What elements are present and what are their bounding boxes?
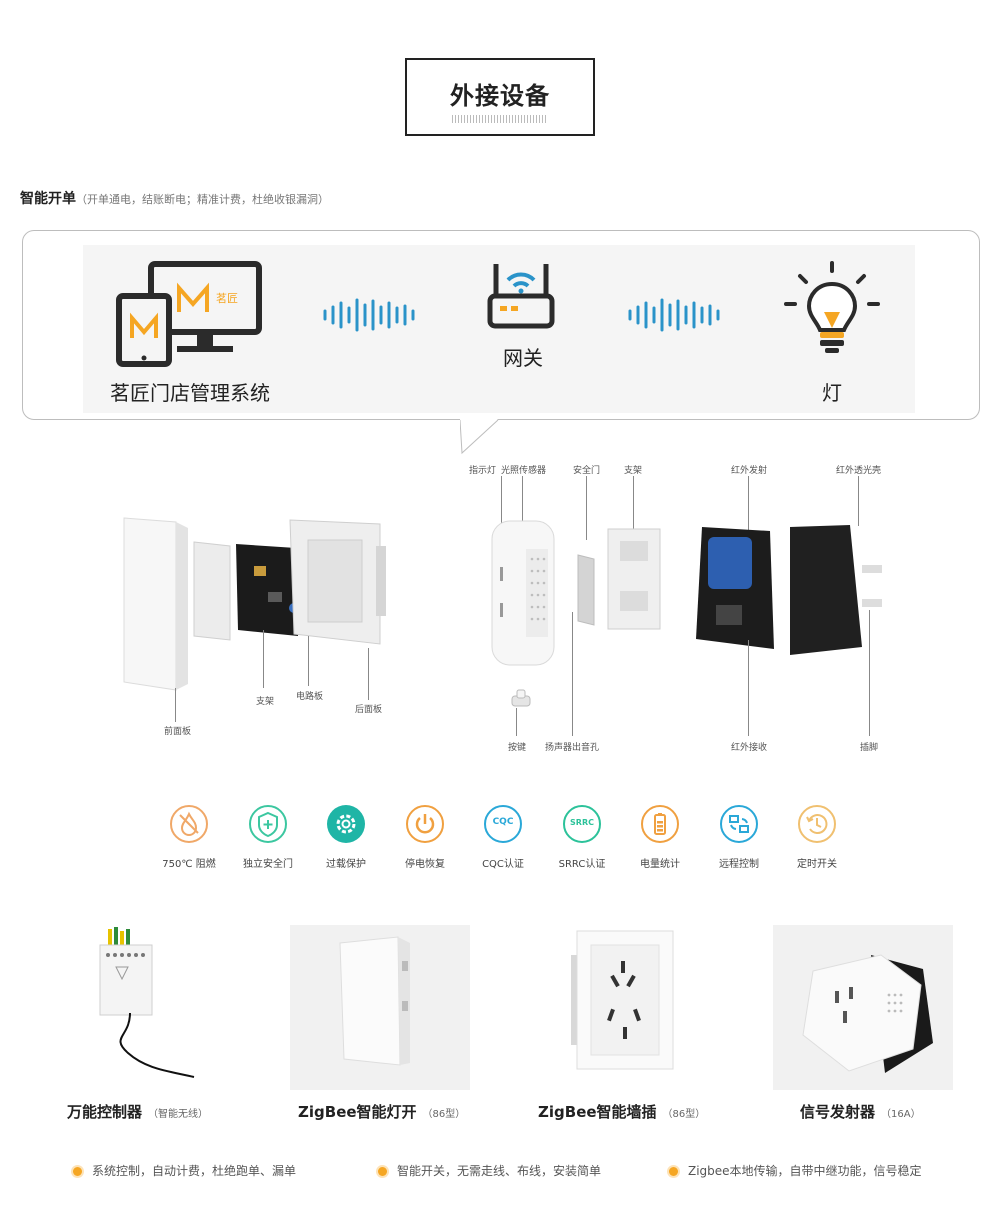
smart-light-switch-image bbox=[290, 925, 470, 1090]
page-title: 外接设备 bbox=[450, 82, 550, 110]
button-part-icon bbox=[511, 689, 531, 707]
label-back-panel: 后面板 bbox=[355, 705, 383, 715]
label-front-panel: 前面板 bbox=[164, 727, 192, 737]
leader-line bbox=[858, 476, 859, 526]
universal-controller-image bbox=[99, 927, 195, 1078]
leader-line bbox=[501, 476, 502, 524]
feature-item bbox=[720, 805, 758, 843]
feature-item bbox=[798, 805, 836, 843]
benefit-item: 智能开关，无需走线、布线，安装简单 bbox=[378, 1162, 601, 1179]
router-icon bbox=[487, 264, 555, 329]
title-decoration bbox=[452, 115, 548, 123]
feature-label: 750℃ 阻燃 bbox=[162, 859, 216, 870]
label-ir-shell: 红外透光壳 bbox=[836, 466, 882, 476]
leader-line bbox=[586, 476, 587, 540]
feature-item bbox=[249, 805, 287, 843]
light-label: 灯 bbox=[822, 381, 842, 405]
signal-transmitter-image bbox=[773, 925, 953, 1090]
product-name: 信号发射器（16A） bbox=[800, 1103, 921, 1121]
bullet-dot-icon bbox=[378, 1167, 387, 1176]
switch-exploded-view bbox=[123, 517, 386, 691]
product-name: ZigBee智能墙插（86型） bbox=[538, 1103, 706, 1121]
system-label: 茗匠门店管理系统 bbox=[110, 381, 270, 405]
section-title-box: 外接设备 bbox=[405, 58, 595, 136]
bullet-dot-icon bbox=[73, 1167, 82, 1176]
feature-item: SRRC bbox=[563, 805, 601, 843]
feature-item bbox=[170, 805, 208, 843]
product-name: 万能控制器（智能无线） bbox=[67, 1103, 209, 1121]
feature-label: 停电恢复 bbox=[405, 859, 445, 870]
timer-icon bbox=[798, 805, 836, 843]
feature-label: 远程控制 bbox=[719, 859, 759, 870]
battery-icon bbox=[641, 805, 679, 843]
shield-plus-icon bbox=[249, 805, 287, 843]
smart-wall-socket-image bbox=[571, 930, 674, 1070]
flame-retardant-icon bbox=[170, 805, 208, 843]
section-desc: （开单通电，结账断电；精准计费，杜绝收银漏洞） bbox=[76, 193, 329, 206]
srrc-icon: SRRC bbox=[563, 805, 601, 843]
leader-line bbox=[869, 610, 870, 736]
feature-item: CQC bbox=[484, 805, 522, 843]
leader-line bbox=[175, 688, 176, 722]
feature-label: CQC认证 bbox=[482, 859, 524, 870]
leader-line bbox=[748, 476, 749, 534]
feature-label: 独立安全门 bbox=[243, 859, 293, 870]
leader-line bbox=[368, 648, 369, 700]
section-name: 智能开单 bbox=[20, 191, 76, 207]
cqc-icon: CQC bbox=[484, 805, 522, 843]
leader-line bbox=[308, 636, 309, 686]
label-light-sensor: 光照传感器 bbox=[501, 466, 547, 476]
leader-line bbox=[748, 640, 749, 736]
label-circuit-board: 电路板 bbox=[296, 692, 324, 702]
leader-line bbox=[263, 630, 264, 688]
brand-logo-text: 茗匠 bbox=[216, 292, 238, 305]
feature-label: 电量统计 bbox=[640, 859, 680, 870]
gear-icon bbox=[327, 805, 365, 843]
feature-item bbox=[641, 805, 679, 843]
label-safety-door: 安全门 bbox=[573, 466, 601, 476]
bubble-tail bbox=[460, 419, 499, 455]
leader-line bbox=[522, 476, 523, 524]
power-icon bbox=[406, 805, 444, 843]
feature-item bbox=[327, 805, 365, 843]
feature-item bbox=[406, 805, 444, 843]
light-bulb-icon bbox=[784, 261, 880, 353]
label-ir-receive: 红外接收 bbox=[731, 743, 768, 753]
product-name: ZigBee智能灯开（86型） bbox=[298, 1103, 466, 1121]
leader-line bbox=[633, 476, 634, 532]
leader-line bbox=[572, 612, 573, 736]
benefit-item: Zigbee本地传输，自带中继功能，信号稳定 bbox=[669, 1162, 922, 1179]
devices-icon bbox=[116, 261, 262, 367]
label-speaker: 扬声器出音孔 bbox=[545, 743, 600, 753]
label-button: 按键 bbox=[508, 743, 527, 753]
signal-wave-icon bbox=[323, 298, 415, 332]
feature-label: SRRC认证 bbox=[558, 859, 606, 870]
label-indicator: 指示灯 bbox=[469, 466, 497, 476]
gateway-label: 网关 bbox=[503, 346, 543, 370]
label-pins: 插脚 bbox=[860, 743, 879, 753]
bullet-dot-icon bbox=[669, 1167, 678, 1176]
section-heading: 智能开单（开单通电，结账断电；精准计费，杜绝收银漏洞） bbox=[20, 188, 329, 208]
feature-label: 过载保护 bbox=[326, 859, 366, 870]
remote-control-icon bbox=[720, 805, 758, 843]
label-ir-emit: 红外发射 bbox=[731, 466, 768, 476]
plug-exploded-view bbox=[491, 520, 882, 666]
leader-line bbox=[516, 708, 517, 736]
feature-label: 定时开关 bbox=[797, 859, 837, 870]
signal-wave-icon bbox=[628, 298, 720, 332]
label-bracket: 支架 bbox=[256, 697, 275, 707]
benefit-item: 系统控制，自动计费，杜绝跑单、漏单 bbox=[73, 1162, 296, 1179]
label-plug-bracket: 支架 bbox=[624, 466, 643, 476]
